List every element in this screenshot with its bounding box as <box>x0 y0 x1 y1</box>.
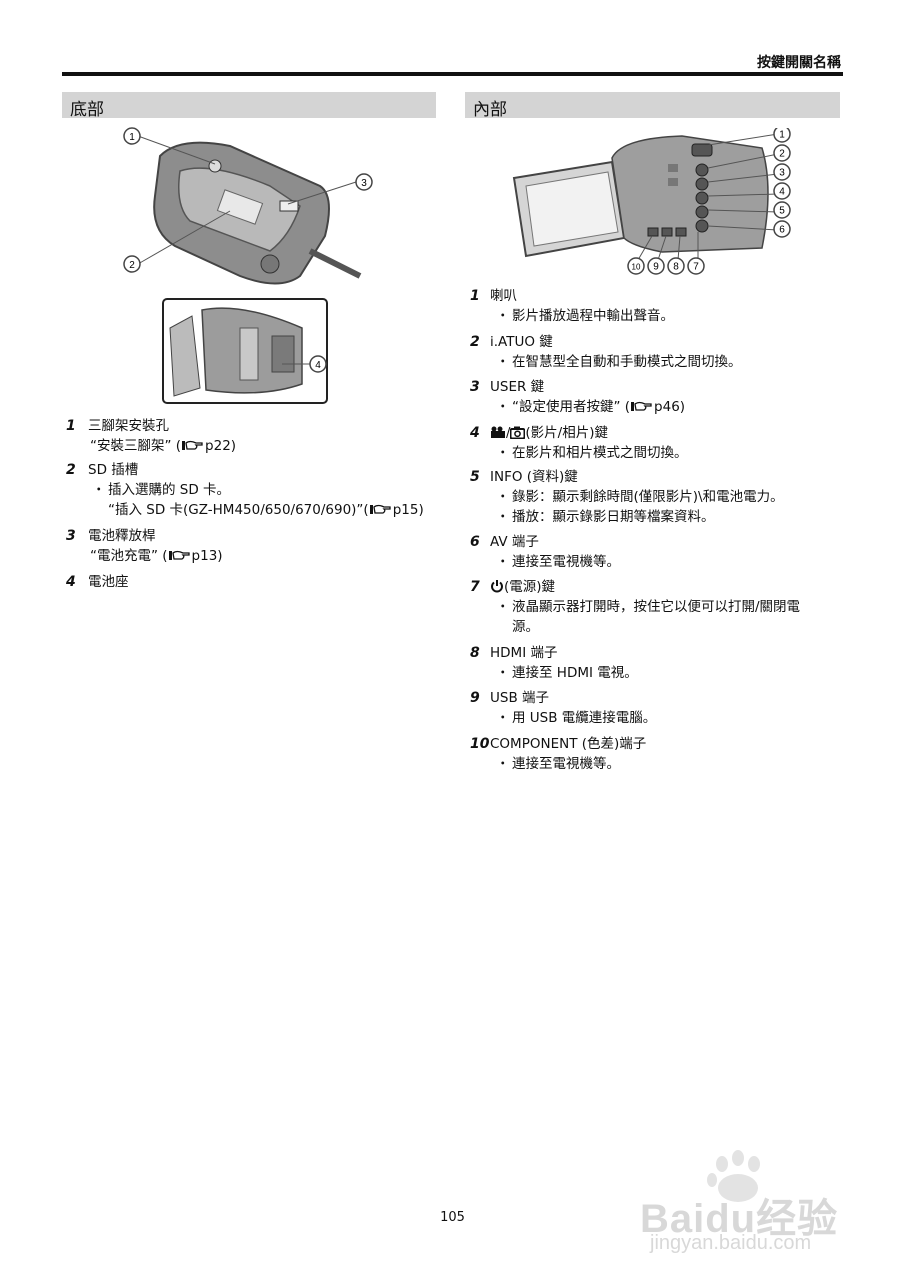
reference-pointer-icon <box>631 398 653 411</box>
movie-mode-icon <box>490 425 506 445</box>
item-title: INFO (資料)鍵 <box>490 469 578 485</box>
inner-callout-bottom-8: 8 <box>667 257 685 275</box>
inner-callout-bottom-9: 9 <box>647 257 665 275</box>
camera-bottom-figure: 1 2 3 <box>120 126 380 298</box>
svg-text:8: 8 <box>673 262 679 273</box>
item-bullet: 影片播放過程中輸出聲音。 <box>496 306 674 326</box>
inner-item-6: 6 AV 端子 連接至電視機等。 <box>470 532 850 572</box>
inner-callout-3: 3 <box>773 163 791 181</box>
section-title-bottom: 底部 <box>70 100 104 120</box>
section-bar-inner: 內部 <box>465 92 840 120</box>
bottom-item-4: 4 電池座 <box>66 574 129 590</box>
page-number: 105 <box>440 1210 465 1225</box>
svg-text:2: 2 <box>129 260 135 271</box>
item-reference[interactable]: “設定使用者按鍵” (p46) <box>496 397 685 417</box>
svg-text:7: 7 <box>693 262 699 273</box>
item-bullet: 播放：顯示錄影日期等檔案資料。 <box>496 507 714 527</box>
callout-1: 1 <box>123 127 141 145</box>
item-bullet: 連接至 HDMI 電視。 <box>496 663 638 683</box>
svg-text:2: 2 <box>779 149 785 160</box>
item-title: SD 插槽 <box>88 462 139 478</box>
item-bullet: 在智慧型全自動和手動模式之間切換。 <box>496 352 741 372</box>
svg-text:3: 3 <box>361 178 367 189</box>
watermark-url: jingyan.baidu.com <box>650 1232 812 1254</box>
item-title: 電池座 <box>88 574 129 590</box>
item-reference[interactable]: “電池充電” (p13) <box>90 547 223 564</box>
svg-text:10: 10 <box>632 263 641 272</box>
header-rule <box>62 72 843 76</box>
bottom-item-2: 2 SD 插槽 插入選購的 SD 卡。 “插入 SD 卡(GZ-HM450/65… <box>66 460 436 520</box>
inner-item-9: 9 USB 端子 用 USB 電纜連接電腦。 <box>470 688 850 728</box>
inner-callout-2: 2 <box>773 144 791 162</box>
item-bullet: 連接至電視機等。 <box>496 552 620 572</box>
battery-mount-inset: 4 <box>162 298 328 404</box>
inner-item-1: 1 喇叭 影片播放過程中輸出聲音。 <box>470 286 850 326</box>
inner-callout-6: 6 <box>773 220 791 238</box>
section-bar-bottom: 底部 <box>62 92 436 120</box>
section-title-inner: 內部 <box>473 100 507 120</box>
reference-pointer-icon <box>369 501 392 514</box>
inner-item-8: 8 HDMI 端子 連接至 HDMI 電視。 <box>470 643 850 683</box>
reference-pointer-icon <box>168 547 191 560</box>
inner-callout-4: 4 <box>773 182 791 200</box>
svg-text:5: 5 <box>779 206 785 217</box>
svg-text:4: 4 <box>779 187 785 198</box>
item-bullet: 用 USB 電纜連接電腦。 <box>496 708 656 728</box>
item-reference[interactable]: “插入 SD 卡(GZ-HM450/650/670/690)”(p15) <box>108 501 424 518</box>
power-icon <box>490 579 504 599</box>
svg-text:1: 1 <box>129 132 135 143</box>
svg-text:4: 4 <box>315 360 321 371</box>
inner-callout-1: 1 <box>773 128 791 143</box>
inner-item-2: 2 i.ATUO 鍵 在智慧型全自動和手動模式之間切換。 <box>470 332 850 372</box>
callout-4: 4 <box>309 355 327 373</box>
item-title: USER 鍵 <box>490 379 545 395</box>
item-title: USB 端子 <box>490 690 550 706</box>
item-title: AV 端子 <box>490 534 539 550</box>
item-reference[interactable]: “安裝三腳架” (p22) <box>90 437 237 454</box>
reference-pointer-icon <box>182 437 204 450</box>
item-bullet: 在影片和相片模式之間切換。 <box>496 443 687 463</box>
baidu-paw-logo <box>707 1150 760 1202</box>
inner-item-3: 3 USER 鍵 “設定使用者按鍵” (p46) <box>470 377 850 417</box>
inner-callout-bottom-10: 10 <box>627 257 645 275</box>
item-bullet: 連接至電視機等。 <box>496 754 620 774</box>
item-bullet: 插入選購的 SD 卡。 <box>92 480 230 500</box>
item-title: 電池釋放桿 <box>88 528 156 544</box>
bottom-item-3: 3 電池釋放桿 “電池充電” (p13) <box>66 528 223 564</box>
svg-text:9: 9 <box>653 262 659 273</box>
svg-text:3: 3 <box>779 168 785 179</box>
item-bullet: 錄影：顯示剩餘時間(僅限影片)\和電池電力。 <box>496 487 784 507</box>
item-title: i.ATUO 鍵 <box>490 334 553 350</box>
inner-item-7: 7 (電源)鍵 液晶顯示器打開時，按住它以便可以打開/關閉電 源。 <box>470 577 850 637</box>
watermark-logo-text: Baidu经验 <box>640 1197 839 1241</box>
inner-item-5: 5 INFO (資料)鍵 錄影：顯示剩餘時間(僅限影片)\和電池電力。 播放：顯… <box>470 467 850 527</box>
item-title: COMPONENT (色差)端子 <box>490 736 647 752</box>
item-bullet-continued: 源。 <box>512 619 539 635</box>
bottom-item-1: 1 三腳架安裝孔 “安裝三腳架” (p22) <box>66 418 237 454</box>
page-header-title: 按鍵開關名稱 <box>757 55 841 71</box>
inner-item-10: 10 COMPONENT (色差)端子 連接至電視機等。 <box>470 734 850 774</box>
item-title: 三腳架安裝孔 <box>88 418 169 434</box>
item-title: /(影片/相片)鍵 <box>490 423 608 445</box>
camera-body-illustration <box>153 141 362 285</box>
item-title: (電源)鍵 <box>490 577 555 599</box>
callout-2: 2 <box>123 255 141 273</box>
svg-text:6: 6 <box>779 225 785 236</box>
item-title: HDMI 端子 <box>490 645 558 661</box>
camera-inner-figure: 1 2 3 4 5 6 10 9 8 7 <box>512 128 792 276</box>
item-title: 喇叭 <box>490 288 517 304</box>
svg-text:1: 1 <box>779 130 785 141</box>
inner-item-4: 4 /(影片/相片)鍵 在影片和相片模式之間切換。 <box>470 423 850 463</box>
watermark: Baidu经验 jingyan.baidu.com <box>640 1150 860 1260</box>
item-bullet: 液晶顯示器打開時，按住它以便可以打開/關閉電 <box>496 597 800 617</box>
camera-mode-icon <box>509 425 526 445</box>
inner-callout-5: 5 <box>773 201 791 219</box>
inner-callout-bottom-7: 7 <box>687 257 705 275</box>
callout-3: 3 <box>355 173 373 191</box>
